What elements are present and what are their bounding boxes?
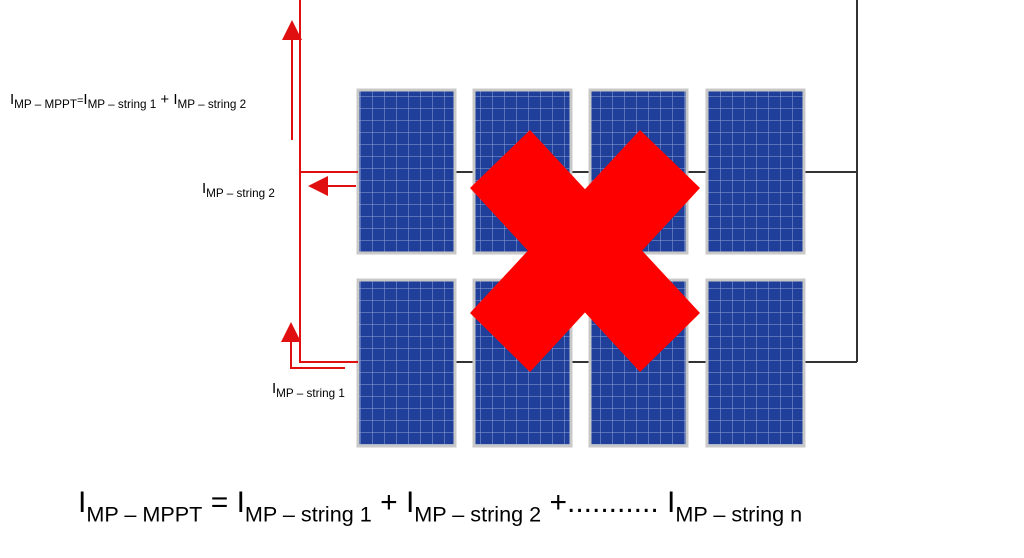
cross-stroke-b	[470, 130, 700, 372]
current-flow	[281, 0, 358, 369]
mppt-current-equation: IMP – MPPT = IMP – string 1 + IMP – stri…	[78, 486, 803, 527]
solar-panel	[356, 88, 457, 255]
current-symbol: I	[272, 380, 277, 397]
subscript: MP – string 1	[244, 501, 372, 527]
string1-current-arrow	[281, 322, 345, 369]
current-symbol: I	[202, 180, 207, 197]
ellipsis: +...........	[549, 486, 659, 519]
mppt-collector-wire	[299, 0, 358, 363]
subscript: MP – string 2	[206, 187, 275, 201]
cross-mark	[470, 130, 700, 372]
subscript: MP – MPPT	[86, 501, 203, 527]
current-symbol: I	[10, 91, 15, 108]
solar-panel	[705, 278, 806, 448]
equals-sign: =	[76, 95, 84, 107]
mppt-total-label: IMP – MPPT=IMP – string 1 + IMP – string…	[10, 92, 246, 111]
equals-sign: =	[210, 486, 229, 519]
subscript: MP – string 1	[87, 98, 157, 112]
current-symbol: I	[667, 486, 676, 519]
string2-current-label: IMP – string 2	[202, 181, 275, 200]
current-symbol: I	[173, 91, 178, 108]
string1-current-label: IMP – string 1	[272, 381, 345, 400]
subscript: MP – string 1	[276, 387, 345, 401]
plus-sign: +	[160, 91, 170, 108]
subscript: MP – MPPT	[14, 98, 77, 112]
solar-panel	[356, 278, 457, 448]
current-symbol: I	[83, 91, 88, 108]
plus-sign: +	[380, 486, 398, 519]
current-symbol: I	[405, 486, 415, 519]
solar-panel	[705, 88, 806, 255]
current-symbol: I	[236, 486, 245, 519]
subscript: MP – string 2	[414, 501, 542, 527]
current-symbol: I	[78, 486, 87, 519]
subscript: MP – string n	[675, 501, 803, 527]
subscript: MP – string 2	[177, 98, 247, 112]
